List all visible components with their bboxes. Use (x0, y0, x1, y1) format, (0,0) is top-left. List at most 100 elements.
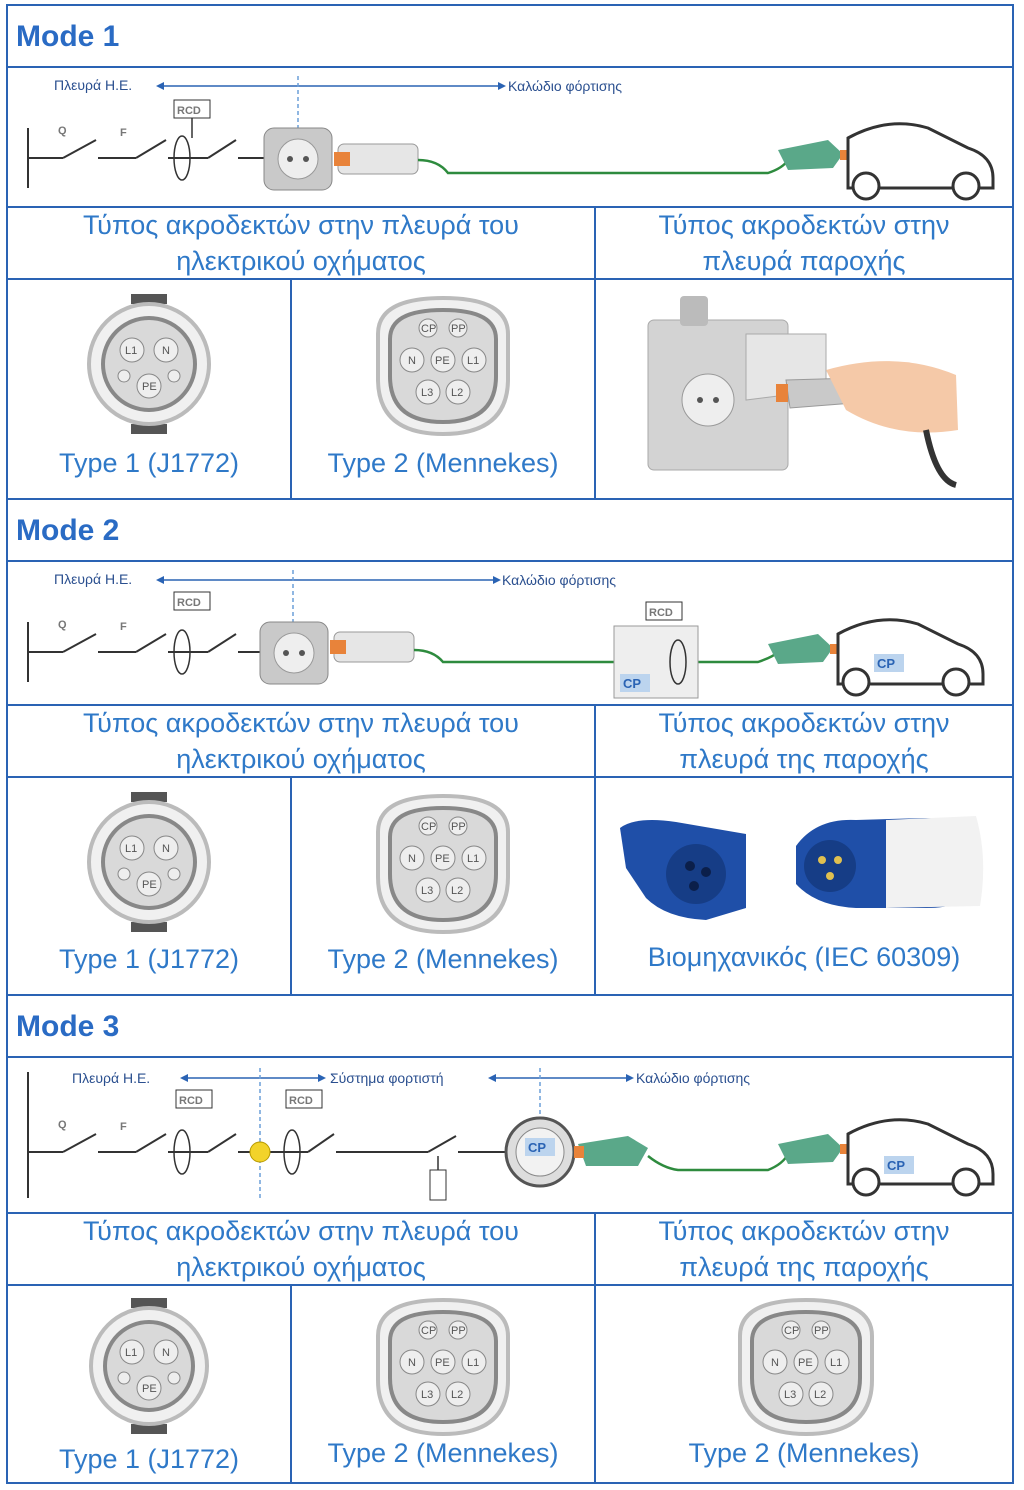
side-label-middle: Σύστημα φορτιστή (330, 1070, 444, 1086)
rcd-label: RCD (177, 105, 201, 117)
svg-text:CP: CP (421, 323, 436, 335)
mode-3-header-vehicle: Τύπος ακροδεκτών στην πλευρά του ηλεκτρι… (6, 1212, 596, 1286)
svg-text:PE: PE (142, 879, 157, 891)
side-label-left: Πλευρά Η.Ε. (54, 77, 132, 93)
svg-text:L1: L1 (467, 355, 479, 367)
svg-text:N: N (408, 355, 416, 367)
connector-label: Type 2 (Mennekes) (327, 448, 559, 478)
svg-text:L2: L2 (451, 885, 463, 897)
cp-label: CP (623, 676, 641, 691)
svg-text:CP: CP (421, 1325, 436, 1337)
mode-1-cell-2: CP PP N PE L1 L3 L2 Type 2 (Mennekes) (290, 278, 596, 500)
connector-label: Type 2 (Mennekes) (688, 1438, 920, 1468)
svg-text:L2: L2 (451, 1389, 463, 1401)
mode-3-cell-1: L1 N PE Type 1 (J1772) (6, 1284, 292, 1484)
cp-label: CP (877, 656, 895, 671)
side-label-right: Καλώδιο φόρτισης (508, 78, 622, 94)
svg-text:L3: L3 (784, 1389, 796, 1401)
mode-2-cell-2: CP PP N PE L1 L3 L2 Type 2 (Mennekes) (290, 776, 596, 996)
evse-connector-icon (578, 1136, 648, 1166)
mode-2-cell-1: L1 N PE Type 1 (J1772) (6, 776, 292, 996)
mode-title: Mode 1 (16, 20, 120, 53)
cp-label: CP (887, 1158, 905, 1173)
rcd-label: RCD (289, 1095, 313, 1107)
svg-text:PE: PE (142, 1383, 157, 1395)
supply-side-header: Τύπος ακροδεκτών στην πλευρά παροχής (658, 210, 950, 276)
type1-connector-icon: L1 N PE (87, 792, 211, 932)
vehicle-side-header: Τύπος ακροδεκτών στην πλευρά του ηλεκτρι… (83, 210, 519, 276)
mode-1-cell-1: L1 N PE Type 1 (J1772) (6, 278, 292, 500)
svg-text:N: N (162, 345, 170, 357)
svg-text:PP: PP (451, 821, 466, 833)
svg-text:PE: PE (142, 381, 157, 393)
type2-connector-icon: CP PP N PE L1 L3 L2 (738, 1297, 874, 1437)
rcd-label: RCD (179, 1095, 203, 1107)
connector-label: Type 2 (Mennekes) (327, 944, 559, 974)
vehicle-side-header: Τύπος ακροδεκτών στην πλευρά του ηλεκτρι… (83, 1216, 519, 1282)
mode-1-header-supply: Τύπος ακροδεκτών στην πλευρά παροχής (594, 206, 1014, 280)
mode-2-circuit-diagram: Πλευρά Η.Ε. Καλώδιο φόρτισης Q F RCD (27, 570, 985, 699)
mode-2-header-vehicle: Τύπος ακροδεκτών στην πλευρά του ηλεκτρι… (6, 704, 596, 778)
switch-q-label: Q (58, 1119, 67, 1131)
industrial-plug-icon (620, 816, 984, 920)
vehicle-connector-icon (778, 140, 843, 170)
svg-text:L1: L1 (467, 853, 479, 865)
mode-2-header-supply: Τύπος ακροδεκτών στην πλευρά της παροχής (594, 704, 1014, 778)
electric-car-icon (846, 122, 995, 190)
svg-text:CP: CP (421, 821, 436, 833)
mode-3-cell-3: CP PP N PE L1 L3 L2 Type 2 (Mennekes) (594, 1284, 1014, 1484)
connection-point-icon (249, 1141, 271, 1163)
rcd-label: RCD (649, 607, 673, 619)
svg-text:PE: PE (798, 1357, 813, 1369)
mode-3-header-supply: Τύπος ακροδεκτών στην πλευρά της παροχής (594, 1212, 1014, 1286)
svg-text:PE: PE (435, 1357, 450, 1369)
svg-text:L1: L1 (125, 1347, 137, 1359)
svg-text:PP: PP (814, 1325, 829, 1337)
vehicle-side-header: Τύπος ακροδεκτών στην πλευρά του ηλεκτρι… (83, 708, 519, 774)
switch-q-label: Q (58, 125, 67, 137)
type1-connector-icon: L1 N PE (87, 294, 211, 434)
cp-label: CP (528, 1140, 546, 1155)
svg-text:L2: L2 (814, 1389, 826, 1401)
svg-text:L1: L1 (125, 843, 137, 855)
switch-q-label: Q (58, 619, 67, 631)
mode-1-cell-3 (594, 278, 1014, 500)
mode-1-title-row: Mode 1 (6, 4, 1014, 68)
svg-text:L2: L2 (451, 387, 463, 399)
mode-2-cell-3: Βιομηχανικός (IEC 60309) (594, 776, 1014, 996)
svg-text:L1: L1 (467, 1357, 479, 1369)
svg-text:L3: L3 (421, 1389, 433, 1401)
type2-connector-icon: CP PP N PE L1 L3 L2 (376, 793, 510, 935)
mode-2-title-row: Mode 2 (6, 498, 1014, 562)
mode-1-diagram-row: Πλευρά Η.Ε. Καλώδιο φόρτισης Q F RCD (6, 66, 1014, 208)
svg-text:N: N (408, 853, 416, 865)
mode-2-diagram-row: Πλευρά Η.Ε. Καλώδιο φόρτισης Q F RCD (6, 560, 1014, 706)
svg-text:N: N (162, 1347, 170, 1359)
svg-text:PE: PE (435, 355, 450, 367)
vehicle-connector-icon (778, 1134, 843, 1164)
connector-label: Βιομηχανικός (IEC 60309) (647, 942, 961, 972)
fuse-f-label: F (120, 621, 127, 633)
rcd-label: RCD (177, 597, 201, 609)
mode-3-diagram-row: Πλευρά Η.Ε. Σύστημα φορτιστή Καλώδιο φόρ… (6, 1056, 1014, 1214)
fuse-f-label: F (120, 127, 127, 139)
supply-side-header: Τύπος ακροδεκτών στην πλευρά της παροχής (658, 708, 950, 774)
side-label-right: Καλώδιο φόρτισης (502, 572, 616, 588)
household-socket-photo (647, 296, 958, 488)
connector-label: Type 1 (J1772) (58, 944, 240, 974)
svg-text:PP: PP (451, 323, 466, 335)
mode-1-header-vehicle: Τύπος ακροδεκτών στην πλευρά του ηλεκτρι… (6, 206, 596, 280)
mode-3-cell-2: CP PP N PE L1 L3 L2 Type 2 (Mennekes) (290, 1284, 596, 1484)
connector-label: Type 1 (J1772) (58, 448, 240, 478)
type2-connector-icon: CP PP N PE L1 L3 L2 (376, 1297, 510, 1437)
svg-text:N: N (771, 1357, 779, 1369)
svg-text:PE: PE (435, 853, 450, 865)
side-label-left: Πλευρά Η.Ε. (72, 1070, 150, 1086)
side-label-right: Καλώδιο φόρτισης (636, 1070, 750, 1086)
side-label-left: Πλευρά Η.Ε. (54, 571, 132, 587)
type1-connector-icon: L1 N PE (89, 1298, 209, 1434)
svg-text:L3: L3 (421, 387, 433, 399)
connector-label: Type 2 (Mennekes) (327, 1438, 559, 1468)
type2-connector-icon: CP PP N PE L1 L3 L2 (376, 295, 510, 437)
